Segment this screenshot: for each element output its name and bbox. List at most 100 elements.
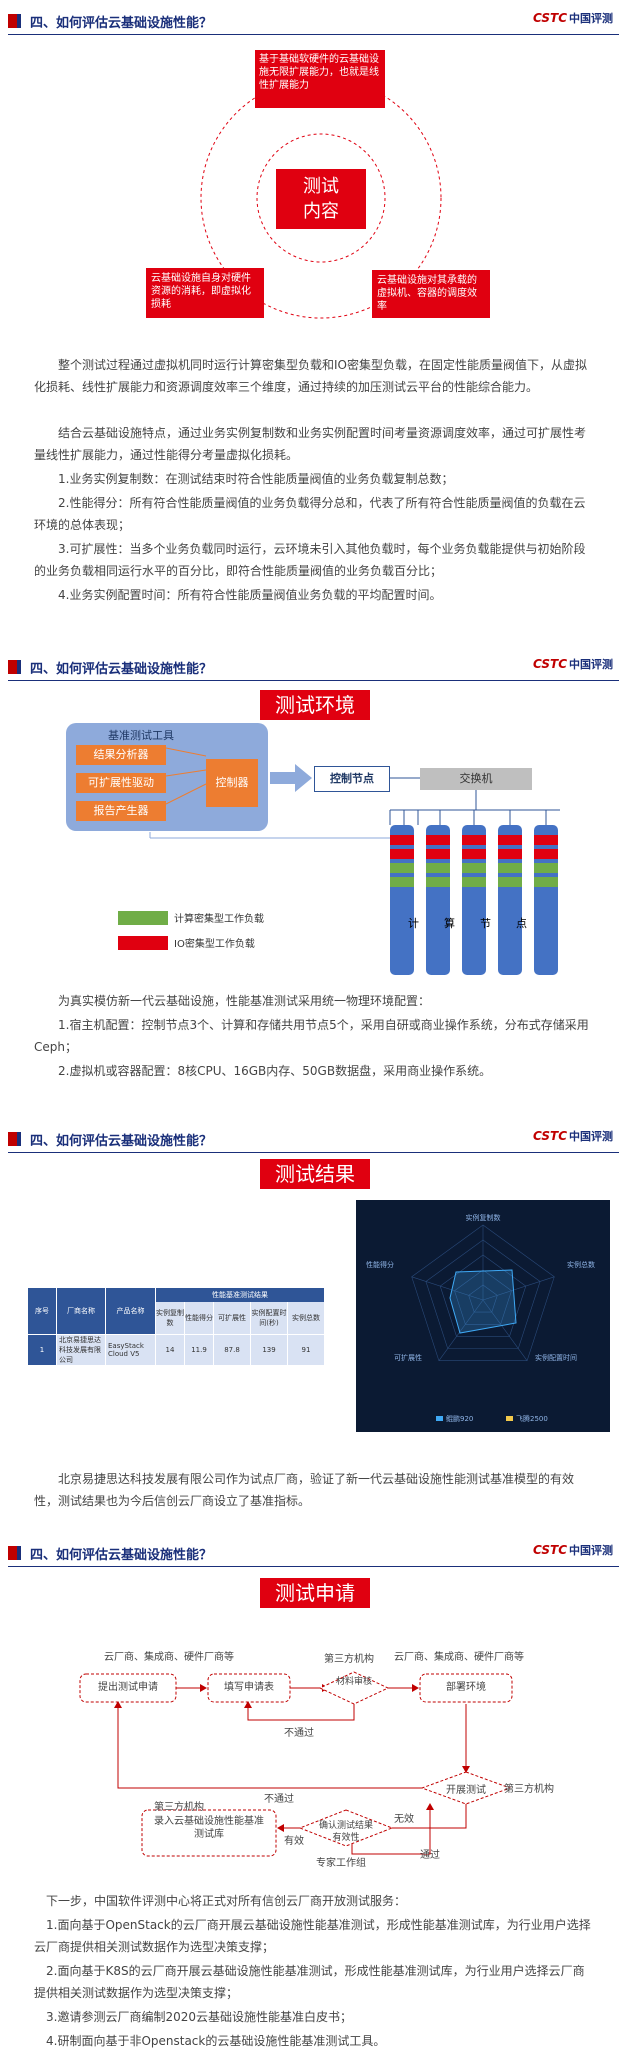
label-third-party-2: 第三方机构 bbox=[504, 1784, 554, 1795]
center-box: 测试 内容 bbox=[276, 169, 366, 229]
table-header-cell: 性能得分 bbox=[185, 1302, 213, 1334]
compute-workload-bar bbox=[426, 863, 450, 873]
section-title: 四、如何评估云基础设施性能？ bbox=[30, 16, 213, 31]
paragraph: 下一步，中国软件评测中心将正式对所有信创云厂商开放测试服务： bbox=[46, 1894, 407, 1908]
paragraph: 4.研制面向基于非Openstack的云基础设施性能基准测试工具。 bbox=[46, 2034, 386, 2048]
table-cell: 11.9 bbox=[185, 1335, 213, 1365]
compute-node bbox=[390, 825, 414, 975]
io-workload-bar bbox=[390, 835, 414, 845]
step-confirm: 确认测试结果有效性 bbox=[318, 1821, 373, 1843]
form-box bbox=[207, 1673, 291, 1703]
legend-label-series2: 飞腾2500 bbox=[516, 1414, 548, 1423]
compute-node bbox=[426, 825, 450, 975]
table-header-cell: 实例配置时间(秒) bbox=[251, 1302, 287, 1334]
label-pass: 通过 bbox=[420, 1850, 440, 1861]
label-vendors-1: 云厂商、集成商、硬件厂商等 bbox=[104, 1652, 234, 1663]
legend-red-swatch bbox=[118, 936, 168, 950]
io-workload-bar bbox=[534, 835, 558, 845]
paragraph: 1.宿主机配置：控制节点3个、计算和存储共用节点5个，采用自研或商业操作系统，分… bbox=[34, 1018, 589, 1054]
header-mark-blue bbox=[17, 1546, 21, 1560]
tool-result-analyzer: 结果分析器 bbox=[76, 745, 166, 765]
header-mark-blue bbox=[17, 1132, 21, 1146]
io-workload-bar bbox=[426, 849, 450, 859]
compute-workload-bar bbox=[498, 877, 522, 887]
section-title: 四、如何评估云基础设施性能？ bbox=[30, 1134, 213, 1149]
paragraph: 1.业务实例复制数：在测试结束时符合性能质量阀值的业务负载复制总数； bbox=[58, 472, 454, 486]
io-workload-bar bbox=[534, 849, 558, 859]
radar-grid-ring bbox=[425, 1239, 541, 1349]
section-title: 四、如何评估云基础设施性能？ bbox=[30, 662, 213, 677]
io-workload-bar bbox=[462, 849, 486, 859]
header-mark bbox=[8, 660, 17, 674]
paragraph: 结合云基础设施特点，通过业务实例复制数和业务实例配置时间考量资源调度效率，通过可… bbox=[34, 426, 587, 462]
radar-axis-label: 性能得分 bbox=[366, 1260, 394, 1269]
header-mark bbox=[8, 1546, 17, 1560]
environment-title: 测试环境 bbox=[260, 690, 370, 720]
header-mark bbox=[8, 1132, 17, 1146]
legend-green-swatch bbox=[118, 911, 168, 925]
header-line bbox=[8, 1152, 619, 1153]
io-workload-bar bbox=[498, 835, 522, 845]
paragraph: 为真实模仿新一代云基础设施，性能基准测试采用统一物理环境配置： bbox=[58, 994, 431, 1008]
legend-red-label: IO密集型工作负载 bbox=[174, 939, 255, 950]
label-vendors-2: 云厂商、集成商、硬件厂商等 bbox=[394, 1652, 524, 1663]
table-cell: 91 bbox=[288, 1335, 324, 1365]
material-review-diamond bbox=[318, 1671, 390, 1705]
io-workload-bar bbox=[462, 835, 486, 845]
io-workload-bar bbox=[498, 849, 522, 859]
legend-label-series1: 鲲鹏920 bbox=[446, 1414, 473, 1423]
tool-report-generator: 报告产生器 bbox=[76, 801, 166, 821]
io-workload-bar bbox=[390, 849, 414, 859]
radar-grid-ring bbox=[411, 1224, 555, 1361]
table-cell: 139 bbox=[251, 1335, 287, 1365]
paragraph: 北京易捷思达科技发展有限公司作为试点厂商，验证了新一代云基础设施性能测试基准模型… bbox=[34, 1472, 575, 1508]
radar-axis-label: 实例配置时间 bbox=[535, 1353, 577, 1362]
radar-spoke bbox=[438, 1299, 484, 1361]
compute-node-group: 计算节点 bbox=[390, 825, 560, 975]
step-review: 材料审核 bbox=[335, 1677, 372, 1687]
table-row: 1 北京易捷思达科技发展有限公司 EasyStack Cloud V5 14 1… bbox=[28, 1335, 324, 1365]
box-scheduling-efficiency: 云基础设施对其承载的虚拟机、容器的调度效率 bbox=[372, 270, 490, 318]
node-label-char: 节 bbox=[480, 917, 491, 930]
arrow-icon bbox=[270, 764, 312, 792]
table-header-cell: 实例复制数 bbox=[156, 1302, 184, 1334]
header-mark-blue bbox=[17, 660, 21, 674]
compute-node bbox=[498, 825, 522, 975]
paragraph: 1.面向基于OpenStack的云厂商开展云基础设施性能基准测试，形成性能基准测… bbox=[34, 1918, 591, 1954]
record-box bbox=[141, 1809, 277, 1857]
label-expert-group: 专家工作组 bbox=[316, 1858, 366, 1869]
paragraph: 整个测试过程通过虚拟机同时运行计算密集型负载和IO密集型负载，在固定性能质量阀值… bbox=[34, 358, 587, 394]
legend-swatch-series2 bbox=[506, 1416, 513, 1421]
environment-diagram bbox=[149, 747, 560, 839]
compute-workload-bar bbox=[534, 877, 558, 887]
header-mark-blue bbox=[17, 14, 21, 28]
label-fail-1: 不通过 bbox=[284, 1728, 314, 1739]
compute-workload-bar bbox=[390, 877, 414, 887]
apply-box bbox=[79, 1673, 177, 1703]
inner-dashed-circle bbox=[256, 133, 386, 263]
compute-workload-bar bbox=[498, 863, 522, 873]
radar-chart-panel: 实例复制数 实例总数 实例配置时间 可扩展性 性能得分 鲲鹏920 飞腾2500 bbox=[356, 1200, 610, 1432]
radar-grid-ring bbox=[468, 1284, 498, 1313]
radar-chart: 实例复制数 实例总数 实例配置时间 可扩展性 性能得分 鲲鹏920 飞腾2500 bbox=[366, 1213, 595, 1423]
node-label-char: 点 bbox=[516, 917, 527, 930]
section-title: 四、如何评估云基础设施性能？ bbox=[30, 1548, 213, 1563]
paragraph: 2.面向基于K8S的云厂商开展云基础设施性能基准测试，形成性能基准测试库，为行业… bbox=[34, 1964, 585, 2000]
tool-scalability-driver: 可扩展性驱动 bbox=[76, 773, 166, 793]
table-cell: 北京易捷思达科技发展有限公司 bbox=[57, 1335, 105, 1365]
legend-green-label: 计算密集型工作负载 bbox=[174, 914, 264, 925]
step-record: 录入云基础设施性能基准测试库 bbox=[154, 1816, 264, 1840]
step-apply: 提出测试申请 bbox=[98, 1682, 158, 1693]
radar-spoke bbox=[482, 1299, 528, 1361]
controller-box: 控制器 bbox=[206, 759, 258, 807]
step-record-top: 第三方机构 bbox=[154, 1802, 204, 1813]
paragraph: 2.性能得分：所有符合性能质量阀值的业务负载得分总和，代表了所有符合性能质量阀值… bbox=[34, 496, 586, 532]
label-valid: 有效 bbox=[284, 1836, 304, 1847]
table-header-cell: 序号 bbox=[28, 1288, 56, 1334]
compute-workload-bar bbox=[390, 863, 414, 873]
